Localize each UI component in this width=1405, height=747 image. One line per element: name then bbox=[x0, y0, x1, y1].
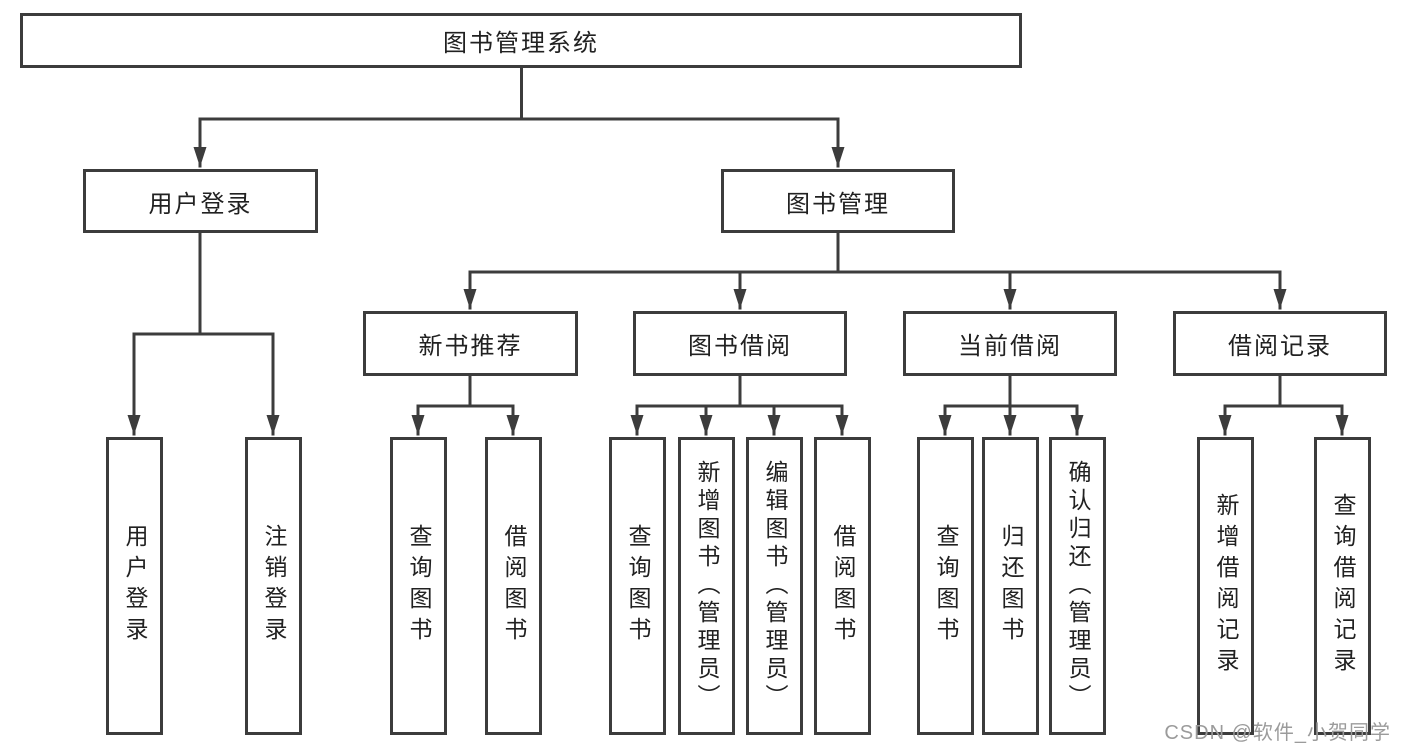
leaf-br-add-borrow-record-label: 新增借阅记录 bbox=[1213, 493, 1239, 679]
node-new-book-recommend: 新书推荐 bbox=[363, 311, 578, 376]
node-book-management: 图书管理 bbox=[721, 169, 955, 233]
leaf-bb-edit-books-admin: 编辑图书（管理员） bbox=[746, 437, 803, 735]
leaf-cb-query-books-label: 查询图书 bbox=[933, 524, 959, 648]
node-current-borrow: 当前借阅 bbox=[903, 311, 1117, 376]
node-book-borrow-label: 图书借阅 bbox=[688, 333, 792, 360]
node-user-login: 用户登录 bbox=[83, 169, 318, 233]
node-new-book-recommend-label: 新书推荐 bbox=[418, 333, 523, 360]
leaf-bb-add-books-admin-label: 新增图书（管理员） bbox=[694, 460, 720, 712]
leaf-nb-query-books: 查询图书 bbox=[390, 437, 447, 735]
node-borrow-records: 借阅记录 bbox=[1173, 311, 1387, 376]
leaf-br-query-borrow-record-label: 查询借阅记录 bbox=[1330, 493, 1356, 679]
leaf-nb-borrow-books-label: 借阅图书 bbox=[501, 524, 527, 648]
node-book-management-label: 图书管理 bbox=[786, 190, 890, 218]
leaf-bb-add-books-admin: 新增图书（管理员） bbox=[678, 437, 735, 735]
node-borrow-records-label: 借阅记录 bbox=[1228, 333, 1332, 360]
leaf-nb-query-books-label: 查询图书 bbox=[406, 524, 432, 648]
node-current-borrow-label: 当前借阅 bbox=[958, 333, 1062, 360]
leaf-cb-query-books: 查询图书 bbox=[917, 437, 974, 735]
node-user-login-label: 用户登录 bbox=[148, 190, 253, 218]
node-root: 图书管理系统 bbox=[20, 13, 1022, 68]
leaf-logout-login-label: 注销登录 bbox=[261, 524, 287, 648]
leaf-cb-confirm-return-admin: 确认归还（管理员） bbox=[1049, 437, 1106, 735]
node-root-label: 图书管理系统 bbox=[443, 30, 599, 57]
node-book-borrow: 图书借阅 bbox=[633, 311, 847, 376]
leaf-bb-borrow-books-label: 借阅图书 bbox=[830, 524, 856, 648]
leaf-br-query-borrow-record: 查询借阅记录 bbox=[1314, 437, 1371, 735]
leaf-nb-borrow-books: 借阅图书 bbox=[485, 437, 542, 735]
csdn-watermark: CSDN @软件_小贺同学 bbox=[1164, 722, 1391, 744]
leaf-br-add-borrow-record: 新增借阅记录 bbox=[1197, 437, 1254, 735]
leaf-bb-query-books-label: 查询图书 bbox=[625, 524, 651, 648]
leaf-bb-borrow-books: 借阅图书 bbox=[814, 437, 871, 735]
leaf-bb-query-books: 查询图书 bbox=[609, 437, 666, 735]
leaf-bb-edit-books-admin-label: 编辑图书（管理员） bbox=[762, 460, 788, 712]
leaf-cb-return-books: 归还图书 bbox=[982, 437, 1039, 735]
leaf-logout-login: 注销登录 bbox=[245, 437, 302, 735]
leaf-user-login: 用户登录 bbox=[106, 437, 163, 735]
leaf-cb-return-books-label: 归还图书 bbox=[998, 524, 1024, 648]
leaf-user-login-label: 用户登录 bbox=[122, 524, 148, 648]
leaf-cb-confirm-return-admin-label: 确认归还（管理员） bbox=[1065, 460, 1091, 712]
